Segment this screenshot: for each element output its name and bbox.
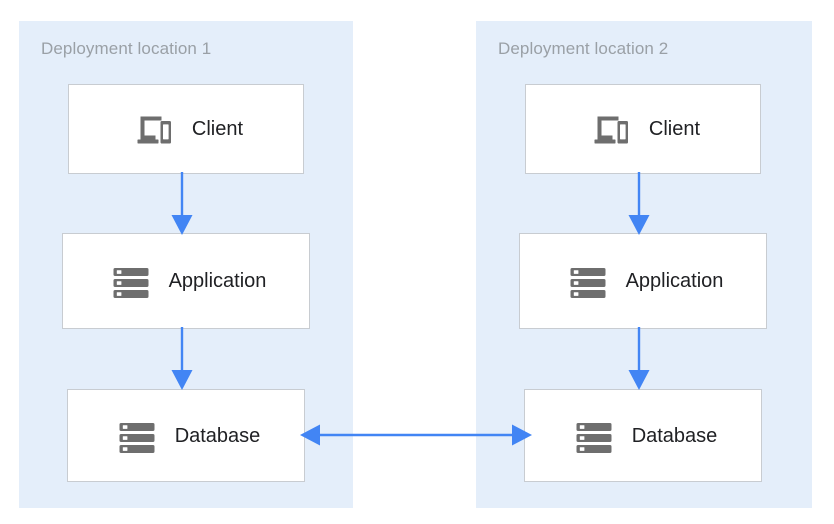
node-client-location-2[interactable]: Client [525, 84, 761, 174]
node-label: Application [625, 270, 724, 292]
deployment-location-label-1: Deployment location 1 [41, 39, 212, 58]
node-label: Database [174, 424, 261, 447]
server-stack-icon [116, 415, 158, 457]
devices-laptop-phone-icon [133, 108, 175, 150]
node-label: Client [191, 118, 244, 140]
deployment-location-label-2: Deployment location 2 [498, 39, 669, 58]
server-stack-icon [573, 415, 615, 457]
node-application-location-2[interactable]: Application [519, 233, 767, 329]
node-database-location-2[interactable]: Database [524, 389, 762, 482]
server-stack-icon [110, 260, 152, 302]
devices-laptop-phone-icon [590, 108, 632, 150]
node-database-location-1[interactable]: Database [67, 389, 305, 482]
node-label: Application [168, 270, 267, 292]
server-stack-icon [567, 260, 609, 302]
node-client-location-1[interactable]: Client [68, 84, 304, 174]
node-application-location-1[interactable]: Application [62, 233, 310, 329]
node-label: Database [631, 424, 718, 447]
node-label: Client [648, 118, 701, 140]
